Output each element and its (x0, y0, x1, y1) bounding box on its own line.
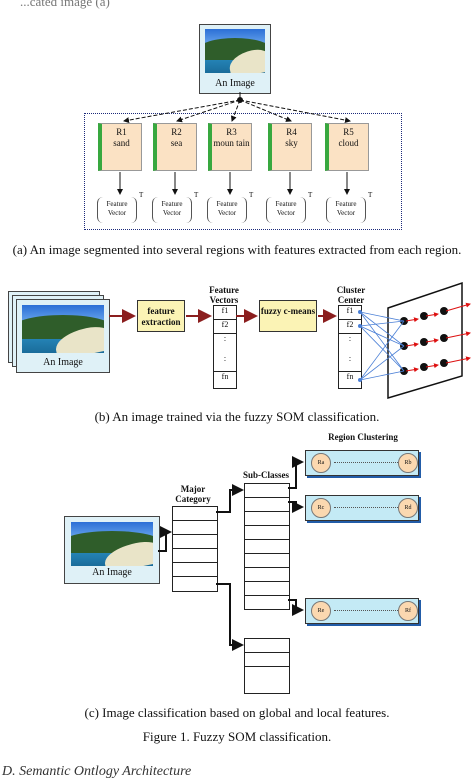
panel-b-caption: (b) An image trained via the fuzzy SOM c… (94, 409, 380, 424)
cluster-node-ra: Ra (311, 453, 331, 473)
transpose-mark-2: T (194, 191, 199, 199)
region-r5-id: R5 (343, 127, 354, 137)
region-r3-name: moun tain (213, 138, 250, 148)
cluster-row-2: Rc Rd (305, 495, 419, 521)
feature-vector-1: Feature Vector (97, 197, 137, 223)
region-r5-name: cloud (338, 138, 359, 148)
cluster-entry-3: : (348, 334, 352, 343)
feature-vector-entry-5: fn (221, 372, 229, 381)
lower-sub-classes-table (244, 638, 290, 694)
region-r4-id: R4 (286, 127, 297, 137)
cluster-center-column: f1 f2 : : fn (338, 305, 362, 389)
panel-c-image-frame: An Image (64, 516, 160, 584)
panel-c-image-label: An Image (92, 567, 132, 578)
region-r2-name: sea (170, 138, 183, 148)
feature-vector-entry-3: : (223, 334, 227, 343)
feature-vectors-column: f1 f2 : : fn (213, 305, 237, 389)
panel-b-image-frame: An Image (16, 299, 110, 373)
island-photo-icon (205, 29, 265, 73)
cluster-entry-2: f2 (339, 320, 361, 334)
region-r1-name: sand (113, 138, 130, 148)
cluster-node-rb: Rb (398, 453, 418, 473)
panel-c-caption: (c) Image classification based on global… (84, 705, 390, 720)
major-category-table (172, 506, 218, 592)
cluster-node-rd: Rd (398, 498, 418, 518)
cluster-row-3: Re Rf (305, 598, 419, 624)
cluster-node-rc: Rc (311, 498, 331, 518)
cluster-center-title: Cluster Center (336, 285, 366, 305)
cluster-row-1: Ra Rb (305, 450, 419, 476)
transpose-mark-3: T (249, 191, 254, 199)
region-r3-id: R3 (226, 127, 237, 137)
transpose-mark-4: T (308, 191, 313, 199)
sub-classes-table (244, 483, 290, 610)
panel-a-image-label: An Image (215, 78, 255, 89)
feature-vector-4: Feature Vector (266, 197, 306, 223)
panel-b-image-label: An Image (43, 357, 83, 368)
feature-vector-5: Feature Vector (326, 197, 366, 223)
feature-vector-entry-1: f1 (214, 306, 236, 320)
figure-caption: Figure 1. Fuzzy SOM classification. (142, 729, 332, 744)
feature-vector-entry-4: : (214, 354, 236, 372)
regions-dashed-box (84, 113, 402, 230)
cluster-entry-4: : (339, 354, 361, 372)
island-photo-icon (22, 305, 104, 353)
cluster-node-re: Re (311, 601, 331, 621)
region-clustering-title: Region Clustering (328, 432, 398, 442)
cluster-node-rf: Rf (398, 601, 418, 621)
major-category-title: Major Category (175, 484, 211, 504)
feature-extraction-box: feature extraction (137, 300, 185, 332)
feature-vectors-title: Feature Vectors (209, 285, 239, 305)
cluster-entry-5: fn (346, 372, 354, 381)
feature-vector-entry-2: f2 (214, 320, 236, 334)
feature-vector-2: Feature Vector (152, 197, 192, 223)
sub-classes-title: Sub-Classes (242, 470, 289, 480)
island-photo-icon (71, 522, 153, 566)
fuzzy-cmeans-box: fuzzy c-means (259, 300, 317, 332)
panel-a-image-frame: An Image (199, 24, 271, 94)
transpose-mark-1: T (139, 191, 144, 199)
feature-vector-3: Feature Vector (207, 197, 247, 223)
top-cutoff-text: ...cated image (a) (20, 0, 110, 9)
region-r4-name: sky (285, 138, 298, 148)
region-r1-id: R1 (116, 127, 127, 137)
transpose-mark-5: T (368, 191, 373, 199)
panel-a-caption: (a) An image segmented into several regi… (12, 242, 462, 257)
region-r2-id: R2 (171, 127, 182, 137)
cluster-entry-1: f1 (339, 306, 361, 320)
